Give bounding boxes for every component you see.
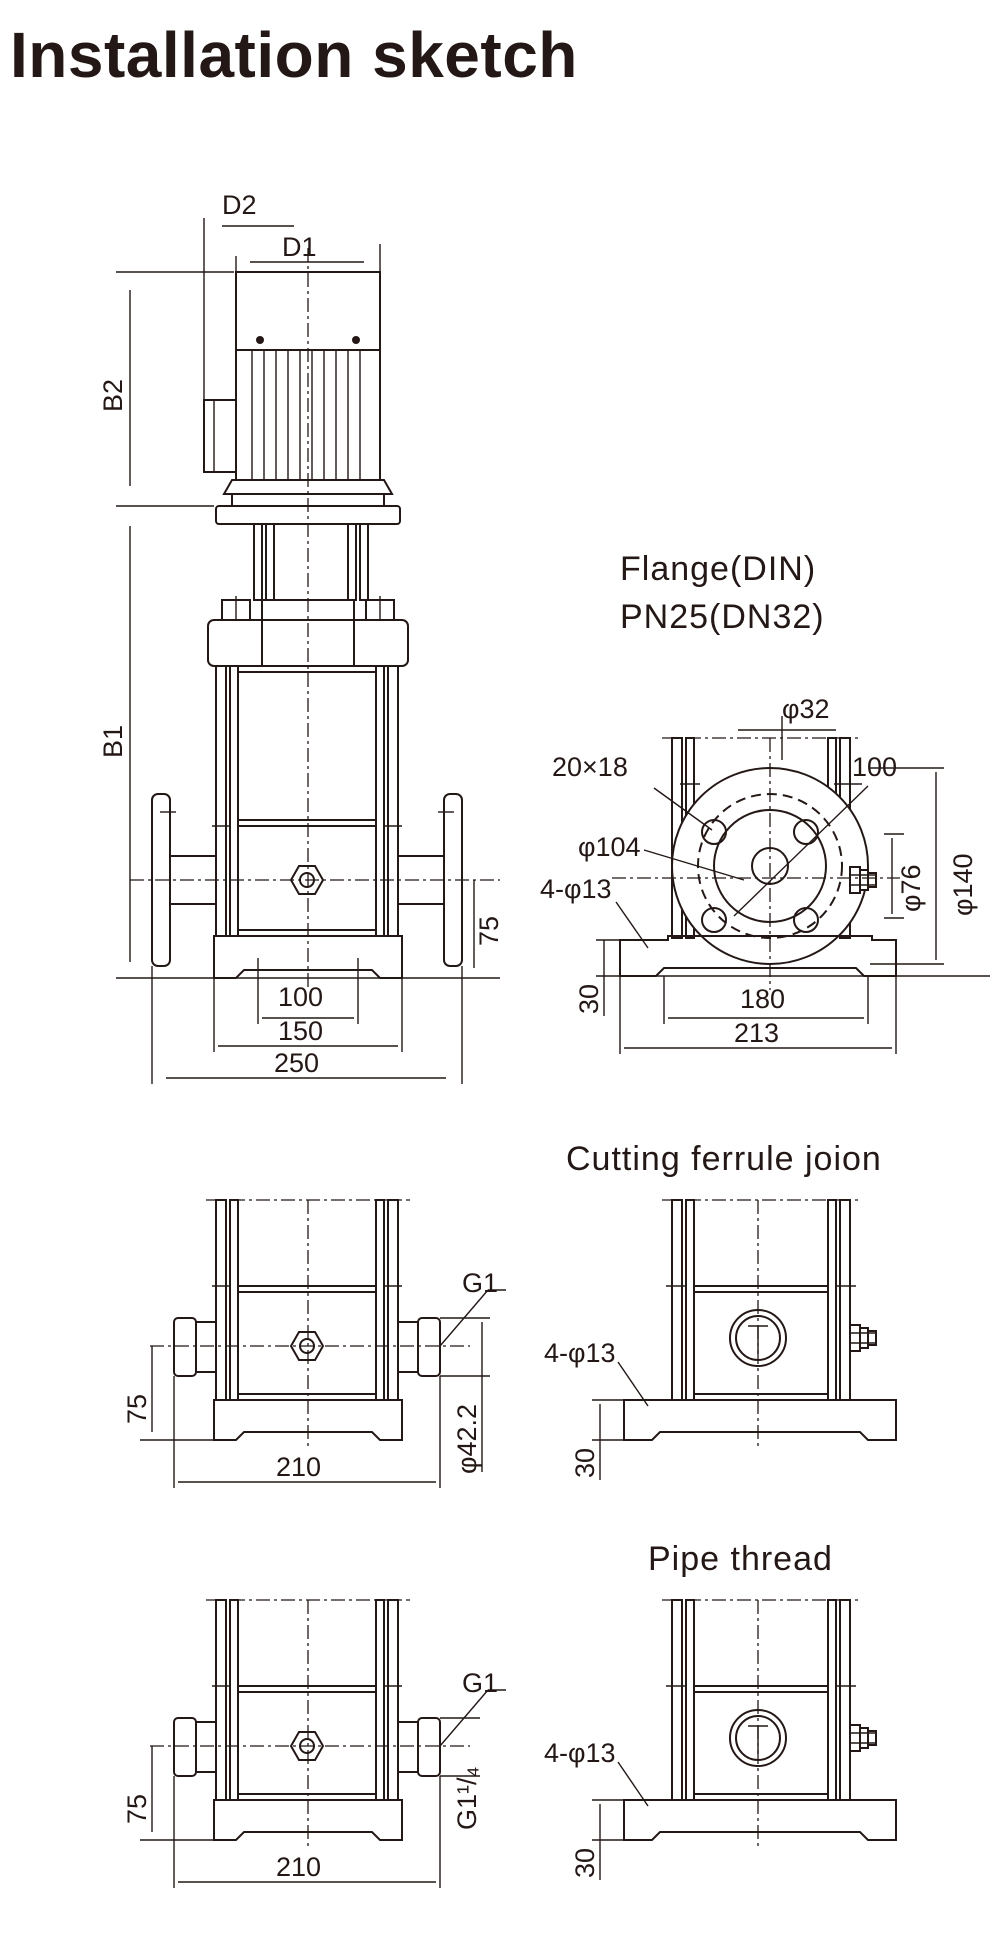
- dim-180-label: 180: [740, 984, 785, 1014]
- dim-h30-label: 30: [574, 984, 604, 1014]
- thread-g1-label: G1: [462, 1668, 498, 1698]
- dim-75-label: 75: [474, 916, 504, 946]
- ferrule-front-view: [140, 1199, 506, 1488]
- page-title: Installation sketch: [10, 19, 578, 91]
- dim-d1-label: D1: [282, 232, 317, 262]
- thread-210-label: 210: [276, 1852, 321, 1882]
- thread-holes-label: 4-φ13: [544, 1738, 616, 1768]
- dim-holes-label: 4-φ13: [540, 874, 612, 904]
- dim-phi140-label: φ140: [948, 853, 978, 916]
- thread-75-label: 75: [122, 1794, 152, 1824]
- flange-heading-line1: Flange(DIN): [620, 550, 816, 588]
- thread-g114-label: G1¹/₄: [452, 1766, 482, 1830]
- dim-d2-label: D2: [222, 190, 257, 220]
- ferrule-210-label: 210: [276, 1452, 321, 1482]
- ferrule-holes-label: 4-φ13: [544, 1338, 616, 1368]
- dim-213-label: 213: [734, 1018, 779, 1048]
- dim-b1-label: B1: [98, 725, 128, 758]
- flange-side-view: [596, 716, 990, 1054]
- dim-d100-label: 100: [852, 752, 897, 782]
- ferrule-side-view: [592, 1199, 897, 1480]
- main-pump-elevation: [116, 218, 500, 1084]
- ferrule-75-label: 75: [122, 1394, 152, 1424]
- ferrule-phi-label: φ42.2: [452, 1404, 482, 1474]
- dim-slot-label: 20×18: [552, 752, 628, 782]
- thread-front-view: [140, 1599, 506, 1888]
- dim-phi104-label: φ104: [578, 832, 641, 862]
- ferrule-g1-label: G1: [462, 1268, 498, 1298]
- flange-heading-line2: PN25(DN32): [620, 598, 825, 636]
- dim-100-label: 100: [278, 982, 323, 1012]
- dim-150-label: 150: [278, 1016, 323, 1046]
- terminal-box: [203, 399, 237, 473]
- dim-b2-label: B2: [98, 379, 128, 412]
- thread-heading: Pipe thread: [648, 1540, 833, 1578]
- dim-250-label: 250: [274, 1048, 319, 1078]
- ferrule-heading: Cutting ferrule joion: [566, 1140, 882, 1178]
- thread-side-view: [592, 1599, 897, 1880]
- dim-phi76-label: φ76: [896, 864, 926, 912]
- thread-30-label: 30: [570, 1848, 600, 1878]
- ferrule-30-label: 30: [570, 1448, 600, 1478]
- dim-phi32-label: φ32: [782, 694, 830, 724]
